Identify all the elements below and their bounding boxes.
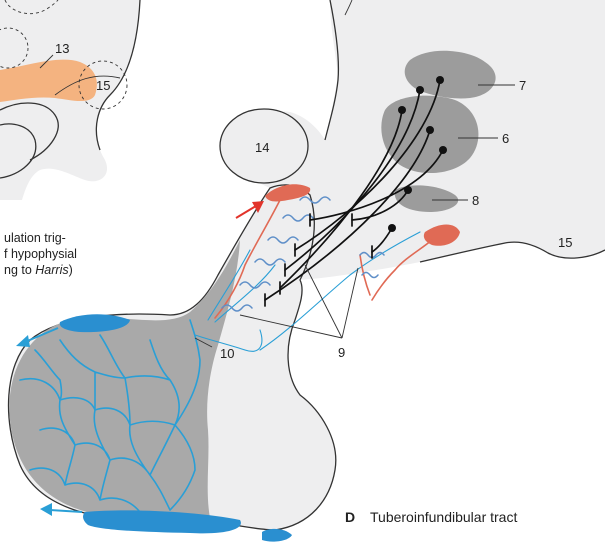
inset-panel: 13 15 ulation trig- f hypophysial ng to … bbox=[0, 0, 140, 277]
neuron-cell-6 bbox=[404, 186, 412, 194]
caption-author: Harris bbox=[35, 263, 68, 277]
figure-title: Tuberoinfundibular tract bbox=[370, 509, 517, 525]
neuron-cell-2 bbox=[416, 86, 424, 94]
label-8: 8 bbox=[472, 193, 479, 208]
label-13: 13 bbox=[55, 41, 69, 56]
inset-caption-line1: ulation trig- bbox=[4, 231, 66, 245]
inset-caption-line3: ng to Harris) bbox=[4, 263, 73, 277]
neuron-cell-3 bbox=[398, 106, 406, 114]
blue-arrow-bottom-head bbox=[40, 503, 52, 516]
label-10: 10 bbox=[220, 346, 234, 361]
label-6: 6 bbox=[502, 131, 509, 146]
label-14: 14 bbox=[255, 140, 269, 155]
caption-suffix: ) bbox=[69, 263, 73, 277]
label-15-right: 15 bbox=[558, 235, 572, 250]
leader-9b bbox=[342, 268, 358, 338]
figure-letter: D bbox=[345, 509, 355, 525]
label-7: 7 bbox=[519, 78, 526, 93]
neuron-cell-7 bbox=[388, 224, 396, 232]
label-9: 9 bbox=[338, 345, 345, 360]
neuron-cell-5 bbox=[439, 146, 447, 154]
inset-caption-line2: f hypophysial bbox=[4, 247, 77, 261]
blue-arrow-top-head bbox=[16, 335, 30, 347]
label-15-inset: 15 bbox=[96, 78, 110, 93]
neuron-cell-4 bbox=[426, 126, 434, 134]
caption-prefix: ng to bbox=[4, 263, 35, 277]
neuron-cell-1 bbox=[436, 76, 444, 84]
sinus-bottom-right bbox=[262, 529, 292, 542]
